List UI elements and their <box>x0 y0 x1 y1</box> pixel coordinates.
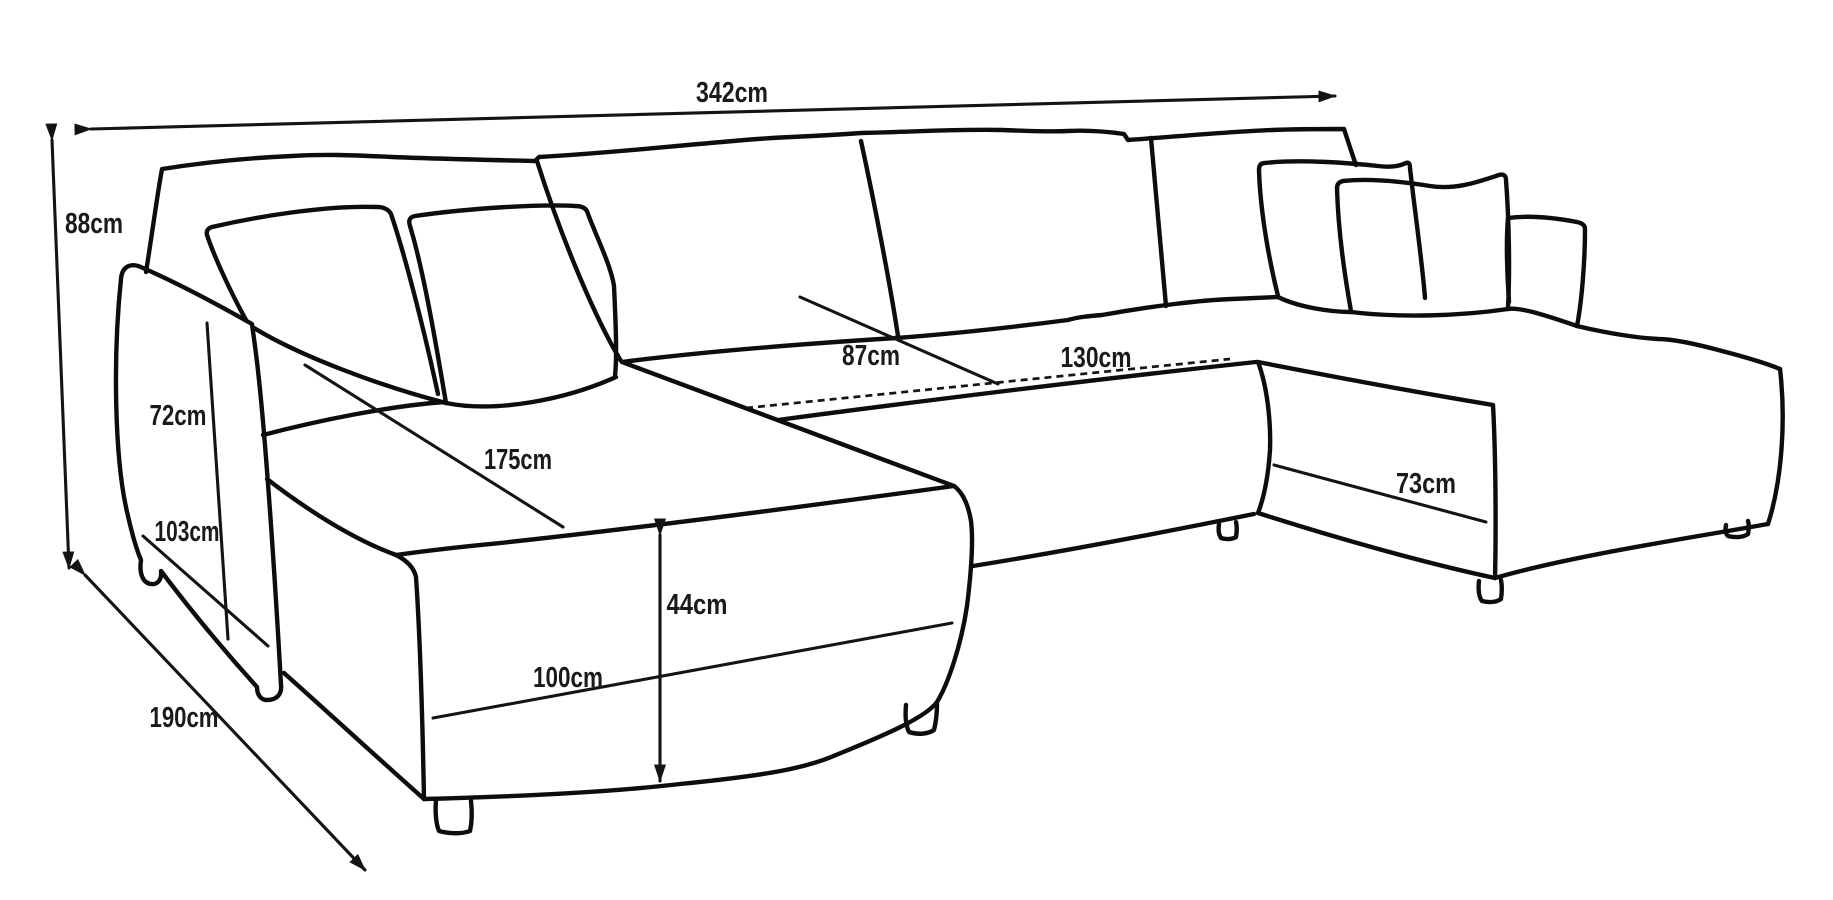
line-chaise-length <box>303 363 565 529</box>
label-seat-height: 44cm <box>667 589 728 621</box>
backrest-outline <box>143 126 1359 275</box>
right-pillow-back <box>1256 159 1428 301</box>
right-chaise-top-outline <box>1505 306 1783 372</box>
label-arm-length: 103cm <box>155 516 220 548</box>
sofa-drawing <box>113 126 1785 836</box>
label-chaise-width: 100cm <box>533 662 603 694</box>
chaise-front-bottom-edge <box>421 699 940 802</box>
arrow-total-width <box>74 90 1337 136</box>
middle-front-bottom-edge <box>970 511 1257 569</box>
chaise-seat-back-edge <box>260 399 447 438</box>
label-total-height: 88cm <box>65 208 123 240</box>
line-chaise-width <box>431 621 954 720</box>
left-pillow-front-bottom <box>443 374 619 409</box>
right-pillow-back-bottom <box>1275 294 1354 315</box>
middle-seat-back-edge <box>619 294 1281 365</box>
chaise-front-right-edge <box>934 483 975 705</box>
label-chaise-length: 175cm <box>484 444 552 476</box>
line-right-chaise <box>1272 463 1488 524</box>
foot-chaise-left <box>433 797 474 836</box>
chaise-front-left-edge <box>393 552 427 802</box>
foot-right-chaise-side <box>1723 518 1751 540</box>
line-arm-length <box>141 534 270 648</box>
backrest-divider-2 <box>858 138 901 339</box>
right-chaise-corner-edge <box>1490 402 1498 581</box>
left-pillow-back <box>204 204 441 397</box>
right-chaise-right-edge <box>1765 366 1785 527</box>
label-sleep-width: 130cm <box>1061 342 1132 374</box>
arrow-total-height <box>45 123 75 570</box>
right-pillow-front <box>1334 172 1512 314</box>
right-chaise-side-bottom-edge <box>1492 521 1771 581</box>
right-pillow-side <box>1504 214 1588 329</box>
arrow-depth <box>69 558 367 872</box>
label-depth: 190cm <box>150 702 219 734</box>
backrest-divider-3 <box>1148 135 1169 309</box>
dimension-lines <box>45 90 1488 872</box>
right-pillow-front-bottom <box>1348 306 1511 318</box>
foot-chaise-right <box>903 701 940 736</box>
chaise-side-bottom-edge <box>281 670 427 802</box>
foot-middle <box>1216 519 1239 542</box>
backrest-divider-1 <box>534 158 624 364</box>
label-arm-height: 72cm <box>150 400 207 432</box>
right-chaise-front-bottom-edge <box>1255 510 1498 581</box>
foot-right-chaise-front <box>1476 577 1504 605</box>
line-seat-depth <box>798 295 1000 386</box>
left-pillow-back-bottom <box>251 325 449 406</box>
line-arm-height <box>205 321 230 641</box>
chaise-seat-left-edge <box>264 476 399 558</box>
label-right-chaise: 73cm <box>1396 468 1456 500</box>
label-total-width: 342cm <box>696 77 768 109</box>
chaise-middle-boundary <box>619 359 957 489</box>
line-sleep-width <box>745 357 1231 410</box>
dimension-labels: 342cm 88cm 190cm 44cm 72cm 103cm 175cm 8… <box>65 77 1456 734</box>
label-seat-depth: 87cm <box>842 340 900 372</box>
middle-seat-front-edge <box>775 359 1259 423</box>
right-chaise-left-edge <box>1255 359 1273 516</box>
left-pillow-front <box>407 203 619 406</box>
right-chaise-seat-front-edge <box>1255 359 1496 408</box>
chaise-seat-front-edge <box>393 483 957 558</box>
